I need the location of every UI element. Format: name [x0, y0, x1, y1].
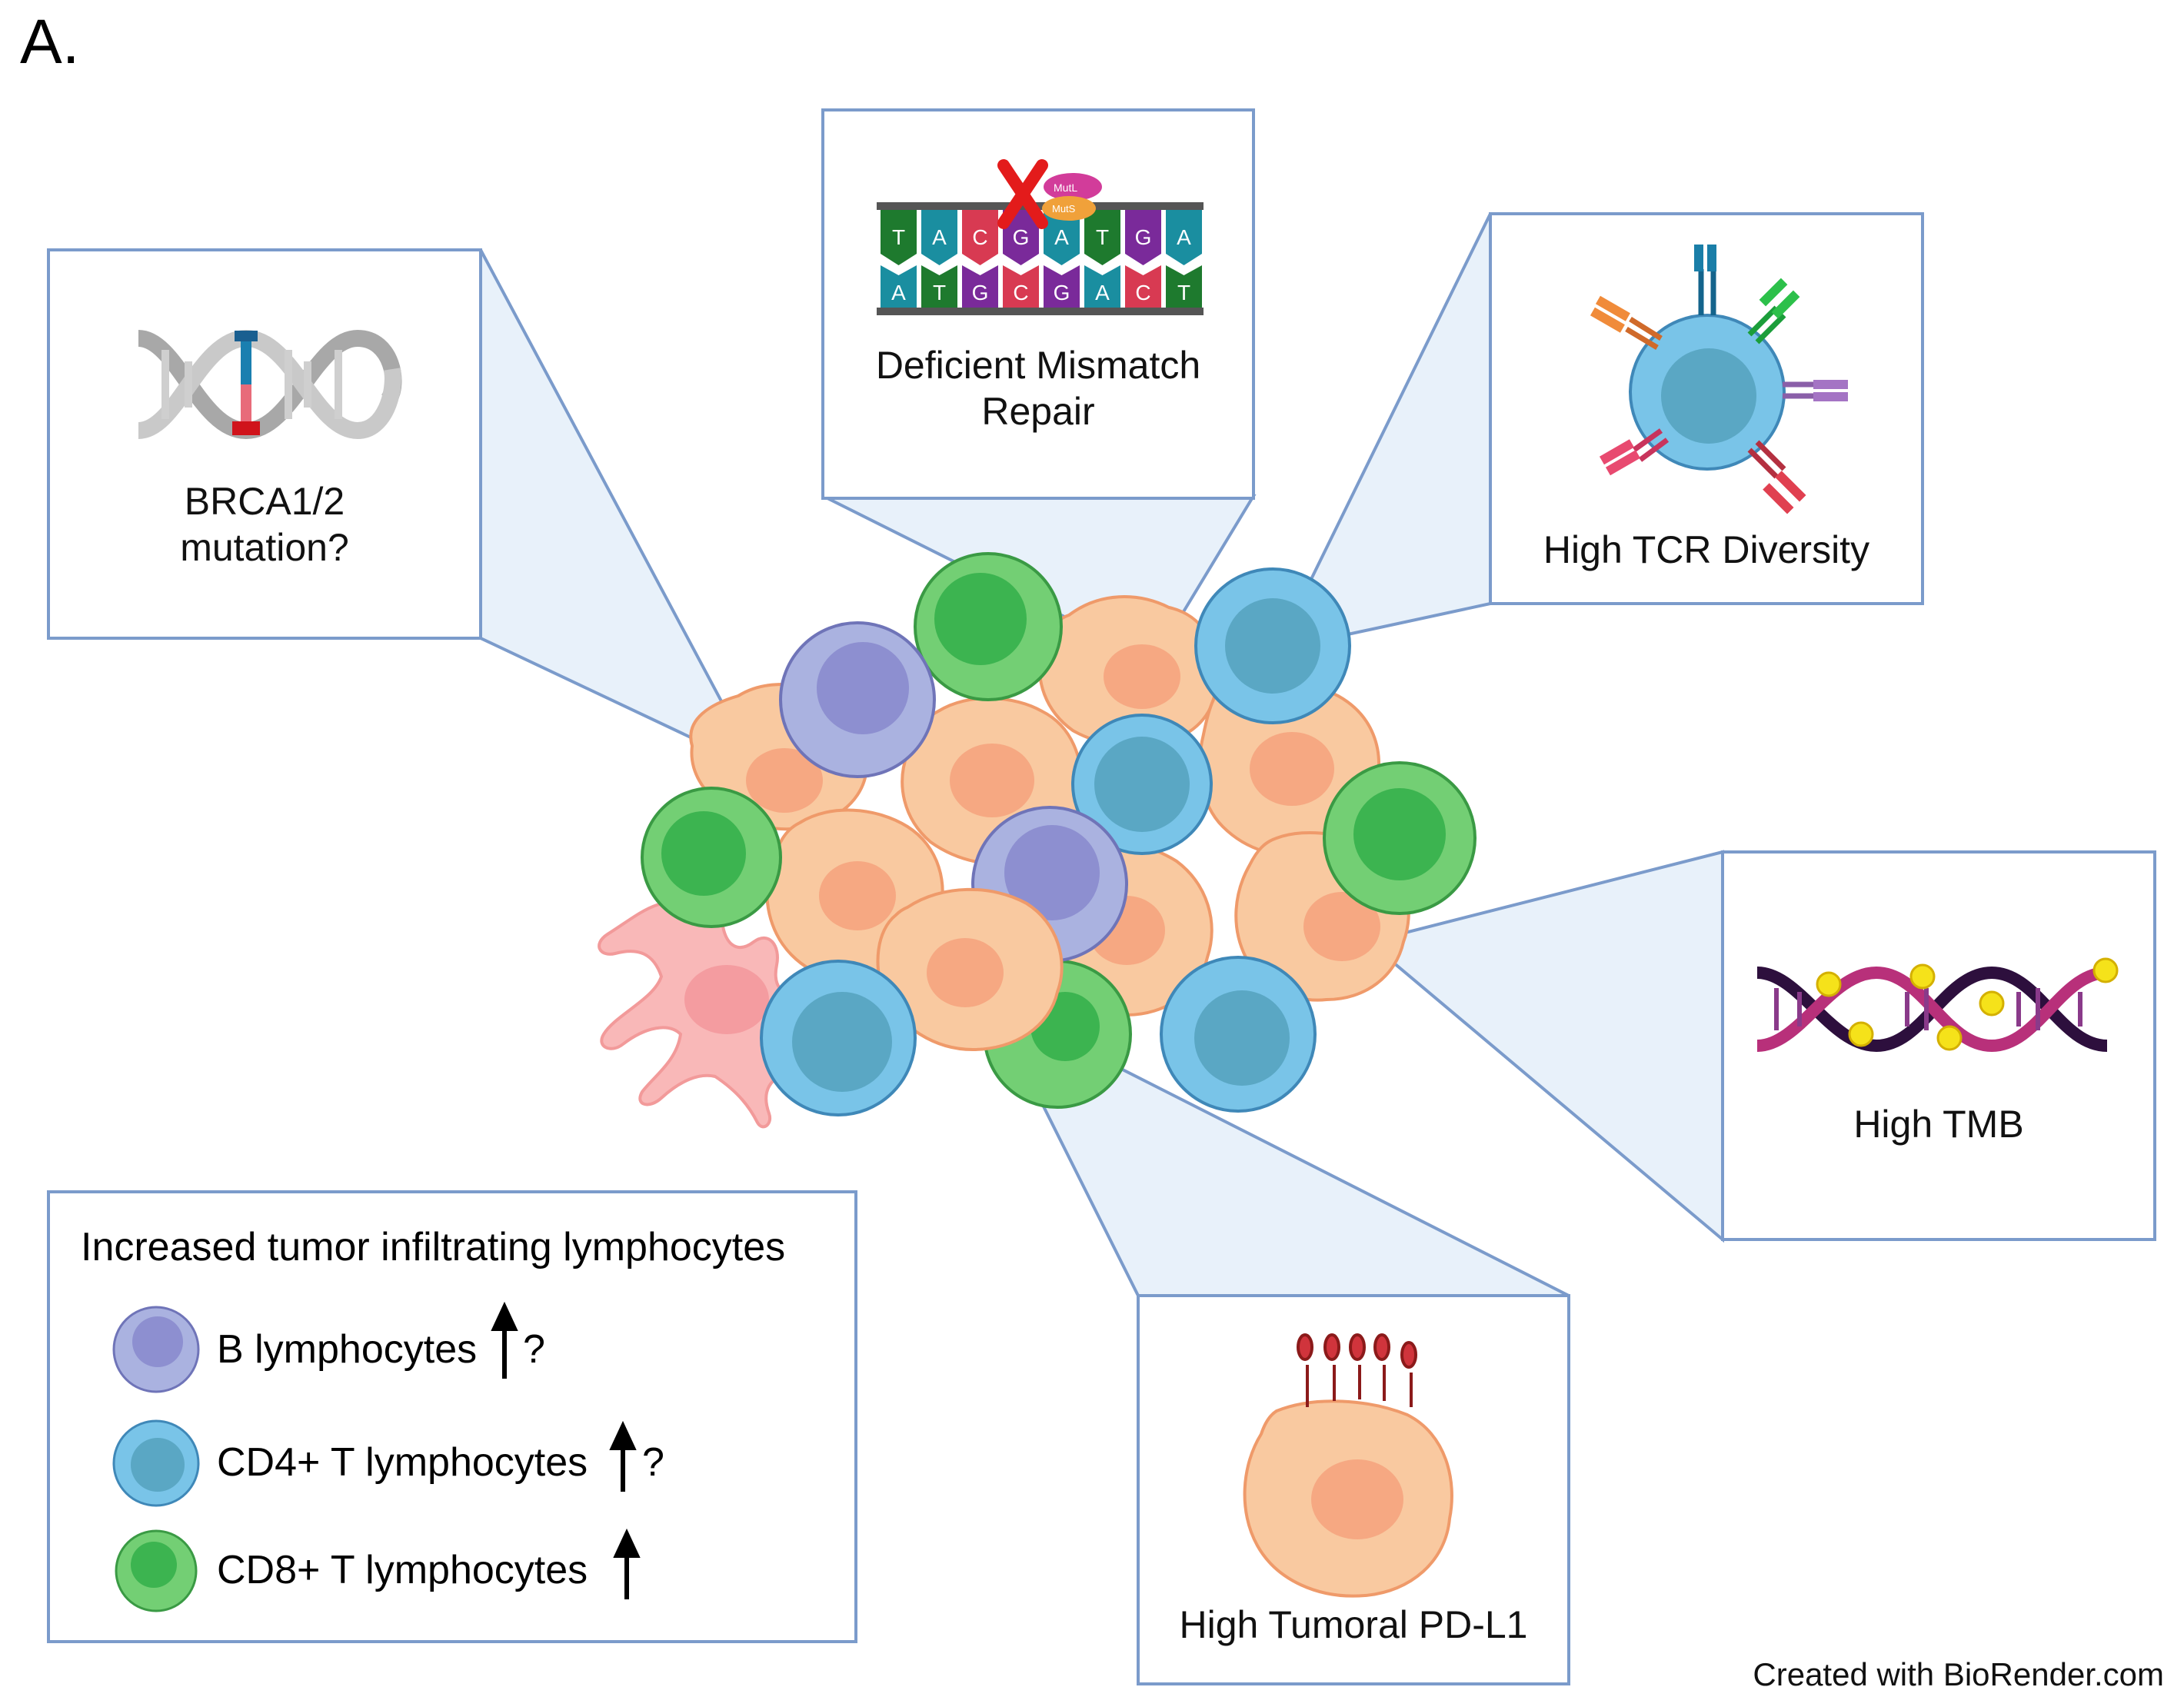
tumor-cell	[876, 887, 1064, 1052]
base-top-T	[1084, 210, 1120, 265]
base-top-C	[962, 210, 998, 265]
up-arrow-icon	[491, 1301, 518, 1379]
brca-callout-box	[47, 248, 482, 640]
cd8-lymphocyte-legend-icon	[115, 1529, 198, 1612]
cd4-t-lymphocyte	[1160, 956, 1317, 1113]
legend-suffix-cd4: ?	[642, 1440, 664, 1485]
base-bottom-label: G	[972, 281, 989, 304]
base-top-A	[921, 210, 957, 265]
cd4-t-lymphocyte	[1071, 714, 1213, 855]
b-lymphocyte	[779, 621, 936, 778]
muts-label: MutS	[1052, 203, 1076, 215]
tcr-caption: High TCR Diversity	[1543, 528, 1870, 571]
panel-label: A.	[20, 7, 80, 77]
dendritic-cell	[598, 900, 819, 1129]
cd8-t-lymphocyte	[914, 552, 1063, 701]
base-top-label: A	[1054, 225, 1069, 249]
base-bottom-T	[921, 265, 957, 308]
brca-caption: BRCA1/2 mutation?	[180, 480, 349, 569]
base-top-label: T	[892, 225, 905, 249]
base-top-label: A	[932, 225, 947, 249]
base-bottom-label: T	[933, 281, 946, 304]
cd8-t-lymphocyte	[1323, 761, 1477, 915]
base-bottom-label: G	[1054, 281, 1070, 304]
base-bottom-T	[1166, 265, 1202, 308]
base-top-T	[881, 210, 917, 265]
base-bottom-label: C	[1135, 281, 1150, 304]
base-top-label: G	[1013, 225, 1030, 249]
pd-l1-tumor-cell-icon	[1243, 1333, 1453, 1598]
base-top-label: C	[972, 225, 987, 249]
credit-text: Created with BioRender.com	[1753, 1656, 2164, 1692]
base-top-A	[1166, 210, 1202, 265]
tmb-caption: High TMB	[1853, 1103, 2024, 1146]
tmb-callout-box	[1721, 850, 2156, 1241]
legend-item-cd4: CD4+ T lymphocytes	[217, 1440, 588, 1485]
cd8-t-lymphocyte	[641, 787, 782, 928]
cell-cluster	[598, 552, 1477, 1129]
legend-icons	[112, 1301, 641, 1612]
base-bottom-A	[881, 265, 917, 308]
dna-mutation-burden-icon	[1756, 957, 2119, 1053]
base-bottom-label: A	[891, 281, 906, 304]
up-arrow-icon	[609, 1420, 637, 1492]
cd4-t-lymphocyte	[1194, 567, 1351, 724]
legend-item-cd8: CD8+ T lymphocytes	[217, 1548, 588, 1592]
base-bottom-C	[1003, 265, 1039, 308]
up-arrow-icon	[613, 1528, 641, 1599]
legend-suffix-b: ?	[523, 1327, 545, 1372]
base-bottom-label: T	[1177, 281, 1190, 304]
base-bottom-C	[1125, 265, 1161, 308]
legend-item-b-lymphocytes: B lymphocytes	[217, 1327, 478, 1372]
mutl-label: MutL	[1054, 181, 1077, 194]
t-cell-receptor-icon	[1590, 245, 1848, 514]
base-top-label: T	[1096, 225, 1109, 249]
brca-callout-wedge	[479, 249, 761, 773]
base-bottom-label: C	[1013, 281, 1028, 304]
pdl1-caption: High Tumoral PD-L1	[1179, 1603, 1528, 1646]
red-x-icon	[997, 159, 1048, 229]
b-lymphocyte-legend-icon	[112, 1306, 200, 1393]
base-top-G	[1003, 210, 1039, 265]
base-top-G	[1125, 210, 1161, 265]
mmr-caption: Deficient Mismatch Repair	[875, 344, 1201, 433]
base-bottom-A	[1084, 265, 1120, 308]
base-bottom-G	[1044, 265, 1080, 308]
base-bottom-label: A	[1095, 281, 1110, 304]
tumor-cell	[1038, 595, 1217, 747]
cd4-lymphocyte-legend-icon	[112, 1419, 200, 1507]
legend-title: Increased tumor infiltrating lymphocytes	[81, 1225, 786, 1269]
base-top-A	[1044, 210, 1080, 265]
dna-mutation-icon	[137, 329, 402, 440]
base-top-label: A	[1177, 225, 1191, 249]
base-top-label: G	[1135, 225, 1152, 249]
base-bottom-G	[962, 265, 998, 308]
cd4-t-lymphocyte	[760, 960, 917, 1116]
